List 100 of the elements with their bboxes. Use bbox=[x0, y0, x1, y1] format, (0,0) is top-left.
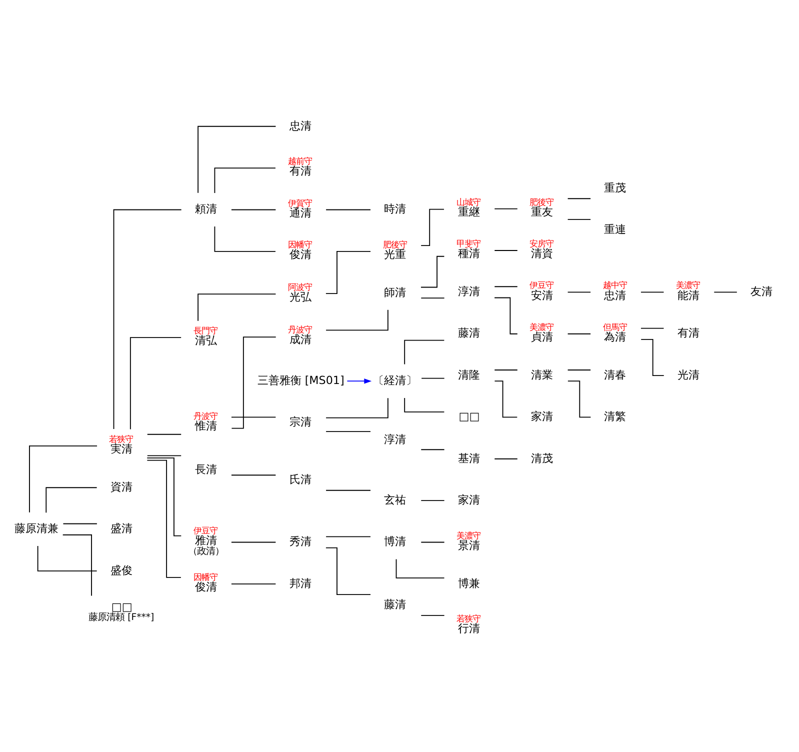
connector bbox=[494, 250, 518, 251]
connector bbox=[420, 542, 445, 543]
connector bbox=[326, 209, 371, 210]
node-label: 因幡守 bbox=[193, 572, 218, 582]
node-text: 有清 bbox=[289, 164, 312, 178]
connector bbox=[421, 378, 445, 379]
node-label: 阿波守 bbox=[288, 282, 312, 292]
connector bbox=[146, 455, 182, 456]
node-text: 淳清 bbox=[458, 285, 480, 298]
node-text: 長清 bbox=[194, 462, 217, 476]
node-text: 種清 bbox=[458, 247, 480, 260]
connector bbox=[198, 126, 276, 194]
connector bbox=[567, 198, 591, 200]
node-text: 為清 bbox=[604, 330, 626, 344]
node-text: 景清 bbox=[458, 538, 480, 552]
connector bbox=[420, 500, 445, 502]
connector bbox=[214, 168, 276, 194]
node-text: 博兼 bbox=[458, 576, 480, 590]
connector bbox=[494, 458, 518, 460]
connector bbox=[326, 309, 388, 331]
connector bbox=[404, 340, 445, 365]
connector bbox=[494, 286, 518, 288]
connector bbox=[46, 487, 98, 514]
node-text: 惟清 bbox=[194, 419, 217, 432]
arrow bbox=[346, 378, 372, 384]
connector bbox=[420, 614, 445, 616]
connector bbox=[326, 536, 371, 538]
connector bbox=[396, 558, 445, 578]
node-text: 友清 bbox=[750, 285, 773, 298]
node-label: 伊豆守 bbox=[530, 280, 554, 290]
connector bbox=[420, 256, 445, 288]
node-text: 雅清 （政清） bbox=[188, 534, 224, 557]
node-text: 貞清 bbox=[531, 330, 554, 344]
node-text: 藤清 bbox=[458, 326, 480, 340]
node-label: 伊豆守 bbox=[193, 526, 218, 536]
connector bbox=[62, 523, 98, 524]
node-label: 安房守 bbox=[530, 238, 554, 249]
connector bbox=[230, 542, 276, 543]
connector bbox=[326, 490, 371, 491]
node-text: 頼清 bbox=[194, 202, 217, 216]
connector bbox=[567, 219, 591, 220]
node-text: 安清 bbox=[531, 288, 554, 302]
node-text: 行清 bbox=[458, 622, 480, 636]
connector bbox=[230, 209, 276, 210]
connector bbox=[113, 209, 182, 430]
connector bbox=[640, 292, 664, 293]
node-text: 成清 bbox=[289, 333, 312, 346]
connector bbox=[230, 416, 276, 418]
node-text: 忠清 bbox=[604, 288, 626, 302]
node-text: 博清 bbox=[384, 535, 406, 548]
node-label: 甲斐守 bbox=[456, 238, 480, 249]
node-text: 家清 bbox=[458, 493, 480, 506]
node-text: 資清 bbox=[110, 480, 133, 494]
node-text: 清業 bbox=[531, 368, 554, 382]
connector bbox=[326, 431, 371, 432]
node-text: 実清 bbox=[110, 442, 133, 456]
node-label: 山城守 bbox=[456, 196, 480, 207]
node-text: 清繁 bbox=[604, 410, 626, 424]
connector bbox=[420, 449, 445, 450]
node-text: 秀清 bbox=[289, 535, 312, 548]
node-text: 通清 bbox=[289, 206, 312, 220]
node-text: 邦清 bbox=[289, 576, 312, 590]
connector bbox=[29, 445, 98, 513]
node-label: 肥後守 bbox=[530, 196, 554, 207]
connector bbox=[404, 398, 445, 412]
node-text: 光重 bbox=[384, 248, 406, 261]
node-text: 藤原清兼 bbox=[14, 522, 59, 536]
node-text: 光清 bbox=[677, 368, 700, 382]
node-text: 時清 bbox=[384, 202, 406, 216]
connector bbox=[567, 333, 591, 334]
connector bbox=[326, 398, 388, 418]
node-text: 俊清 bbox=[289, 248, 312, 261]
node-text: 玄祐 bbox=[384, 493, 406, 506]
node-text: 基清 bbox=[458, 452, 480, 465]
node-text: 家清 bbox=[531, 410, 554, 424]
connector bbox=[62, 534, 92, 596]
node-text: 重友 bbox=[531, 205, 554, 218]
connector bbox=[37, 546, 98, 572]
node-text: 光弘 bbox=[289, 290, 312, 304]
node-label: 丹波守 bbox=[193, 410, 218, 421]
node-label: 丹波守 bbox=[288, 324, 312, 335]
node-label: 長門守 bbox=[193, 326, 218, 336]
node-text: 盛清 bbox=[110, 522, 133, 536]
node-text: 清茂 bbox=[531, 452, 554, 465]
node-text: 重継 bbox=[458, 205, 480, 218]
node-label: 美濃守 bbox=[676, 280, 700, 290]
node-text: 清資 bbox=[531, 247, 554, 260]
connector bbox=[198, 294, 276, 322]
connector bbox=[146, 434, 182, 435]
node-text: 重連 bbox=[604, 222, 626, 236]
connector bbox=[230, 474, 276, 476]
connector bbox=[146, 460, 182, 578]
connector bbox=[640, 328, 664, 329]
node-text: 能清 bbox=[677, 288, 700, 302]
node-label: 美濃守 bbox=[530, 322, 554, 332]
connector bbox=[130, 337, 182, 430]
connector bbox=[214, 226, 276, 252]
node-label: 越中守 bbox=[602, 280, 627, 290]
node-text: 〔経清〕 bbox=[373, 374, 418, 387]
node-text: 俊清 bbox=[194, 580, 217, 594]
